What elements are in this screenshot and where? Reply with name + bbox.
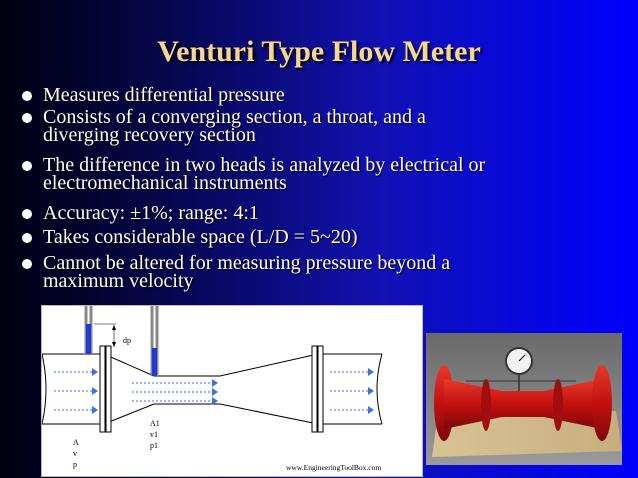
- bullet-text: Cannot be altered for measuring pressure…: [43, 252, 451, 274]
- bullet-dot-icon: [22, 113, 32, 123]
- pressure-tubes: [84, 306, 159, 376]
- bullet-text-continued: maximum velocity: [43, 270, 194, 292]
- bullet-text: Takes considerable space (L/D = 5~20): [43, 226, 358, 248]
- bullet-text: Accuracy: ±1%; range: 4:1: [43, 202, 259, 224]
- bullet-text-continued: diverging recovery section: [43, 124, 256, 146]
- bullet-dot-icon: [22, 209, 32, 219]
- slide-title: Venturi Type Flow Meter: [157, 35, 481, 68]
- dp-label: dp: [123, 336, 131, 345]
- venturi-meter-photo: [426, 333, 622, 465]
- bullet-item: The difference in two heads is analyzed …: [20, 154, 486, 194]
- inlet-velocity-label: v: [73, 449, 77, 458]
- bullet-text: Measures differential pressure: [43, 84, 285, 106]
- venturi-diagram-svg: dp A v p A1 v1 p1 www.EngineeringToolBox…: [42, 306, 383, 472]
- bullet-item: Takes considerable space (L/D = 5~20): [20, 226, 358, 248]
- bullet-dot-icon: [22, 233, 32, 243]
- inlet-pressure-label: p: [73, 460, 77, 469]
- bullet-item: Accuracy: ±1%; range: 4:1: [20, 202, 259, 224]
- diagram-watermark: www.EngineeringToolBox.com: [286, 463, 381, 472]
- bullet-text-continued: electromechanical instruments: [43, 172, 287, 194]
- bullet-dot-icon: [22, 259, 32, 269]
- flow-arrows: [54, 371, 368, 411]
- inlet-area-label: A: [73, 438, 79, 447]
- bullet-item: Measures differential pressure: [20, 84, 285, 106]
- bullet-dot-icon: [22, 91, 32, 101]
- venturi-meter-photo-svg: [426, 333, 622, 465]
- bullet-dot-icon: [22, 161, 32, 171]
- throat-pressure-label: p1: [150, 441, 158, 450]
- bullet-item: Consists of a converging section, a thro…: [20, 106, 426, 146]
- outlet-flange: [311, 345, 324, 433]
- arrow-heads: [92, 368, 374, 414]
- red-venturi-body: [434, 365, 612, 441]
- venturi-diagram: dp A v p A1 v1 p1 www.EngineeringToolBox…: [41, 305, 423, 477]
- inlet-flange: [99, 345, 112, 433]
- bullet-item: Cannot be altered for measuring pressure…: [20, 252, 451, 292]
- bullet-text: Consists of a converging section, a thro…: [43, 106, 426, 128]
- throat-area-label: A1: [150, 419, 160, 428]
- throat-velocity-label: v1: [150, 430, 158, 439]
- bullet-text: The difference in two heads is analyzed …: [43, 154, 486, 176]
